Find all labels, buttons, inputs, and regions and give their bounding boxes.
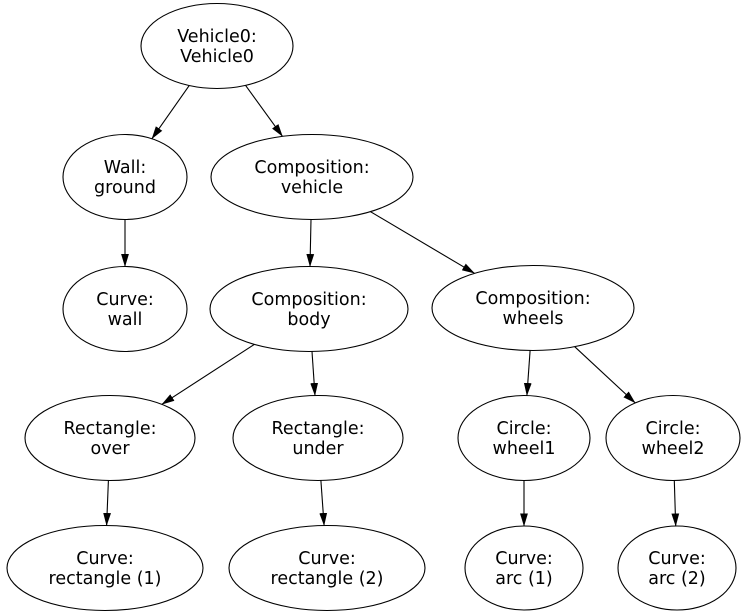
node-ellipse-vehicle0 xyxy=(140,2,294,90)
node-label-composition-vehicle-line1: Composition: xyxy=(254,158,369,178)
node-label-circle-wheel2-line2: wheel2 xyxy=(642,439,705,459)
node-label-circle-wheel1-line1: Circle: xyxy=(496,419,551,439)
node-curve-wall: Curve:wall xyxy=(62,265,188,353)
node-label-vehicle0-line2: Vehicle0 xyxy=(180,47,254,67)
edges-layer xyxy=(103,85,680,527)
node-ellipse-circle-wheel2 xyxy=(605,394,741,482)
edge-rectangle-under-to-curve-rectangle-2 xyxy=(319,480,328,526)
node-label-composition-vehicle-line2: vehicle xyxy=(281,178,343,198)
node-ellipse-curve-wall xyxy=(62,265,188,353)
node-ellipse-circle-wheel1 xyxy=(457,394,591,482)
edge-vehicle0-to-composition-vehicle xyxy=(245,85,283,137)
edge-composition-vehicle-to-composition-wheels xyxy=(370,211,475,274)
node-label-curve-rectangle-1-line2: rectangle (1) xyxy=(49,569,162,589)
node-label-curve-wall-line2: wall xyxy=(108,310,143,330)
node-rectangle-over: Rectangle:over xyxy=(24,394,196,482)
node-label-curve-rectangle-2-line2: rectangle (2) xyxy=(271,569,384,589)
node-ellipse-rectangle-under xyxy=(232,394,404,482)
node-label-curve-arc-2-line2: arc (2) xyxy=(648,569,706,589)
node-circle-wheel1: Circle:wheel1 xyxy=(457,394,591,482)
edge-vehicle0-to-wall-ground xyxy=(151,85,190,140)
node-ellipse-rectangle-over xyxy=(24,394,196,482)
node-composition-vehicle: Composition:vehicle xyxy=(210,133,414,221)
node-label-composition-body-line1: Composition: xyxy=(251,290,366,310)
edge-composition-wheels-to-circle-wheel2 xyxy=(574,346,636,404)
nodes-layer: Vehicle0:Vehicle0Wall:groundComposition:… xyxy=(6,2,741,612)
node-label-composition-wheels-line1: Composition: xyxy=(475,289,590,309)
node-curve-rectangle-1: Curve:rectangle (1) xyxy=(6,524,204,612)
node-label-composition-wheels-line2: wheels xyxy=(503,309,564,329)
node-ellipse-curve-arc-2 xyxy=(617,525,737,611)
node-ellipse-curve-arc-1 xyxy=(464,525,584,611)
node-label-curve-wall-line1: Curve: xyxy=(96,290,154,310)
node-composition-body: Composition:body xyxy=(209,265,409,353)
node-label-composition-body-line2: body xyxy=(287,310,330,330)
node-label-rectangle-under-line1: Rectangle: xyxy=(271,419,364,439)
node-curve-arc-1: Curve:arc (1) xyxy=(464,525,584,611)
node-label-wall-ground-line1: Wall: xyxy=(104,158,147,178)
node-vehicle0: Vehicle0:Vehicle0 xyxy=(140,2,294,90)
edge-rectangle-over-to-curve-rectangle-1 xyxy=(103,480,111,526)
node-label-circle-wheel2-line1: Circle: xyxy=(645,419,700,439)
edge-composition-wheels-to-circle-wheel1 xyxy=(523,350,532,396)
node-rectangle-under: Rectangle:under xyxy=(232,394,404,482)
node-label-wall-ground-line2: ground xyxy=(94,178,156,198)
node-label-vehicle0-line1: Vehicle0: xyxy=(177,27,257,47)
node-label-rectangle-over-line2: over xyxy=(90,439,130,459)
node-ellipse-composition-vehicle xyxy=(210,133,414,221)
node-circle-wheel2: Circle:wheel2 xyxy=(605,394,741,482)
node-label-curve-arc-1-line1: Curve: xyxy=(495,549,553,569)
node-curve-rectangle-2: Curve:rectangle (2) xyxy=(228,524,426,612)
node-label-rectangle-over-line1: Rectangle: xyxy=(63,419,156,439)
node-label-curve-rectangle-1-line1: Curve: xyxy=(76,549,134,569)
node-composition-wheels: Composition:wheels xyxy=(431,264,635,352)
node-ellipse-curve-rectangle-2 xyxy=(228,524,426,612)
edge-composition-vehicle-to-composition-body xyxy=(306,219,315,267)
node-curve-arc-2: Curve:arc (2) xyxy=(617,525,737,611)
node-wall-ground: Wall:ground xyxy=(62,133,188,221)
node-label-curve-arc-2-line1: Curve: xyxy=(648,549,706,569)
node-ellipse-composition-wheels xyxy=(431,264,635,352)
node-ellipse-composition-body xyxy=(209,265,409,353)
edge-circle-wheel2-to-curve-arc-2 xyxy=(671,480,680,527)
node-label-circle-wheel1-line2: wheel1 xyxy=(493,439,556,459)
edge-composition-body-to-rectangle-under xyxy=(310,351,319,396)
node-ellipse-curve-rectangle-1 xyxy=(6,524,204,612)
node-ellipse-wall-ground xyxy=(62,133,188,221)
edge-composition-body-to-rectangle-over xyxy=(161,343,255,405)
node-label-curve-arc-1-line2: arc (1) xyxy=(495,569,553,589)
node-label-rectangle-under-line2: under xyxy=(292,439,344,459)
node-label-curve-rectangle-2-line1: Curve: xyxy=(298,549,356,569)
